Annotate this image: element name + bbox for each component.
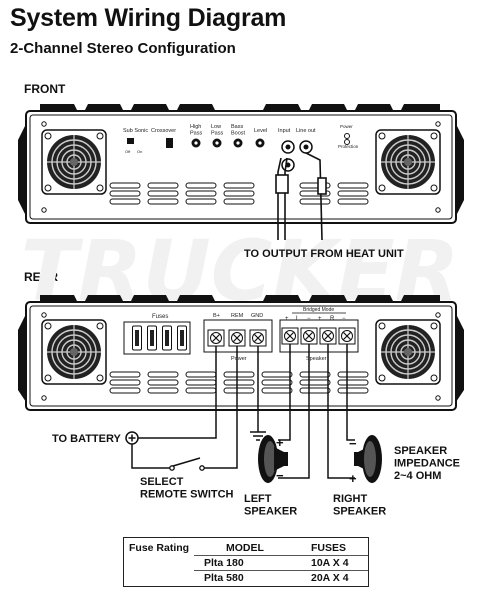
rear-section-label: REAR: [24, 270, 59, 284]
remote-switch-icon[interactable]: [169, 457, 205, 471]
crossover-label: Crossover: [151, 128, 176, 134]
right-minus-terminal-icon[interactable]: [338, 327, 356, 345]
fuse-3-icon[interactable]: [162, 325, 172, 351]
fuses-cell: 20A X 4: [311, 572, 349, 584]
spk-term-6-label: −: [342, 316, 346, 322]
front-vents: [109, 182, 369, 205]
left-minus-terminal-icon[interactable]: [300, 327, 318, 345]
table-row: Plta 180 10A X 4: [194, 557, 368, 570]
fuse-4-icon[interactable]: [177, 325, 187, 351]
ground-icon: [250, 431, 266, 441]
left-speaker-minus-label: −: [276, 468, 284, 483]
front-right-fan-icon: [375, 129, 441, 195]
rear-left-fan-icon: [41, 319, 107, 385]
spk-term-1-label: +: [285, 316, 289, 322]
level-label: Level: [254, 128, 267, 134]
right-speaker-minus-label: −: [349, 436, 357, 451]
fuse-rating-label: Fuse Rating: [129, 542, 190, 554]
gnd-terminal-label: GND: [251, 313, 263, 319]
fuses-label: Fuses: [152, 314, 168, 320]
to-battery-label: TO BATTERY: [52, 433, 122, 445]
fuse-rating-table: Fuse Rating MODEL FUSES Plta 180 10A X 4…: [123, 537, 369, 587]
spk-term-3-label: −: [307, 316, 311, 322]
fuse-1-icon[interactable]: [132, 325, 142, 351]
line-out-rca-jacks[interactable]: [299, 140, 313, 154]
level-knob-icon[interactable]: [255, 138, 265, 148]
bplus-terminal-label: B+: [213, 313, 220, 319]
line-out-label: Line out: [296, 128, 316, 134]
model-cell: Plta 180: [204, 557, 244, 569]
model-cell: Plta 580: [204, 572, 244, 584]
right-plus-terminal-icon[interactable]: [319, 327, 337, 345]
power-led-label: Power: [340, 124, 353, 129]
power-block-label: Power: [231, 356, 247, 362]
rear-vents: [109, 371, 369, 394]
protection-led-icon: [344, 139, 350, 145]
sub-sonic-off-label: Off: [125, 149, 131, 154]
input-rca-jacks[interactable]: [281, 140, 295, 172]
sub-sonic-switch[interactable]: [127, 138, 134, 144]
fuses-column-header: FUSES: [311, 542, 347, 554]
input-label: Input: [278, 128, 291, 134]
left-speaker-icon: [258, 435, 288, 483]
rca-input-cable: [275, 152, 327, 241]
spk-term-2-label: L: [296, 316, 300, 322]
left-plus-terminal-icon[interactable]: [281, 327, 299, 345]
right-speaker-plus-label: +: [349, 471, 357, 486]
diagram-subtitle: 2-Channel Stereo Configuration: [10, 40, 236, 57]
crossover-switch[interactable]: [166, 138, 173, 148]
bplus-terminal-icon[interactable]: [207, 329, 225, 347]
high-pass-knob-icon[interactable]: [191, 138, 201, 148]
front-left-fan-icon: [41, 129, 107, 195]
battery-terminal-icon: [125, 431, 139, 445]
rem-terminal-icon[interactable]: [228, 329, 246, 347]
speaker-block-label: Speaker: [306, 356, 327, 362]
front-section-label: FRONT: [24, 82, 66, 96]
right-speaker-icon: [354, 435, 382, 483]
left-speaker-plus-label: +: [276, 435, 284, 450]
protection-led-label: Protection: [338, 144, 359, 149]
fuses-cell: 10A X 4: [311, 557, 349, 569]
rear-right-fan-icon: [375, 319, 441, 385]
rem-terminal-label: REM: [231, 313, 244, 319]
spk-term-5-label: R: [330, 316, 335, 322]
table-row: Plta 580 20A X 4: [194, 572, 368, 585]
sub-sonic-label: Sub Sonic: [123, 128, 148, 134]
low-pass-knob-icon[interactable]: [212, 138, 222, 148]
power-wiring: [131, 346, 259, 469]
fuse-2-icon[interactable]: [147, 325, 157, 351]
power-led-icon: [344, 133, 350, 139]
gnd-terminal-icon[interactable]: [249, 329, 267, 347]
bridged-mode-label: Bridged Mode: [303, 307, 334, 313]
output-from-head-unit-label: TO OUTPUT FROM HEAT UNIT: [244, 248, 404, 260]
speaker-wiring: [278, 344, 355, 479]
bass-boost-knob-icon[interactable]: [233, 138, 243, 148]
sub-sonic-on-label: On: [137, 149, 142, 154]
spk-term-4-label: +: [318, 316, 322, 322]
diagram-title: System Wiring Diagram: [10, 4, 287, 32]
model-column-header: MODEL: [226, 542, 264, 554]
